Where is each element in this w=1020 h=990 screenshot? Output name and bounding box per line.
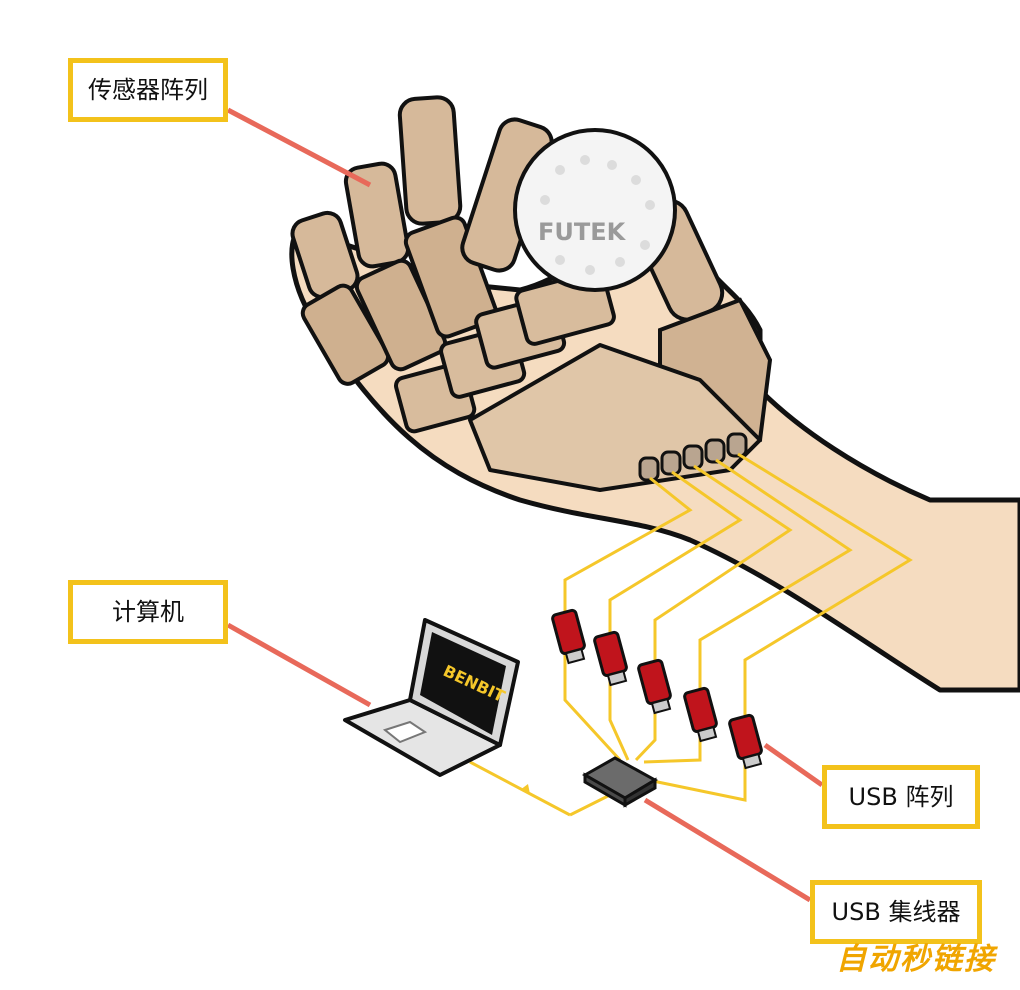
finger-pinky bbox=[290, 210, 391, 386]
cable-arrow bbox=[520, 784, 530, 794]
ball-brand-text: FUTEK bbox=[538, 218, 627, 246]
golf-ball-dimples bbox=[540, 155, 655, 275]
usb-array-label-text: USB 阵列 bbox=[848, 783, 954, 811]
golf-ball bbox=[513, 128, 677, 292]
laptop bbox=[343, 618, 520, 777]
usb-array-sticks bbox=[551, 608, 763, 770]
usb-hub-label: USB 集线器 bbox=[810, 880, 982, 944]
finger-middle bbox=[397, 95, 499, 339]
knuckle-blocks bbox=[394, 269, 616, 434]
usb-array-label: USB 阵列 bbox=[822, 765, 980, 829]
computer-label: 计算机 bbox=[68, 580, 228, 644]
sensor-array-label-text: 传感器阵列 bbox=[88, 76, 208, 104]
usb-hub-device bbox=[581, 756, 659, 808]
usb-hub-label-text: USB 集线器 bbox=[831, 898, 961, 926]
sensor-cables bbox=[469, 452, 913, 817]
palm-connectors bbox=[638, 432, 748, 482]
watermark-text: 自动秒链接 bbox=[836, 942, 996, 977]
leader-lines bbox=[226, 107, 824, 903]
computer-label-text: 计算机 bbox=[112, 598, 184, 626]
sensor-array-label: 传感器阵列 bbox=[68, 58, 228, 122]
finger-ring bbox=[343, 161, 448, 372]
